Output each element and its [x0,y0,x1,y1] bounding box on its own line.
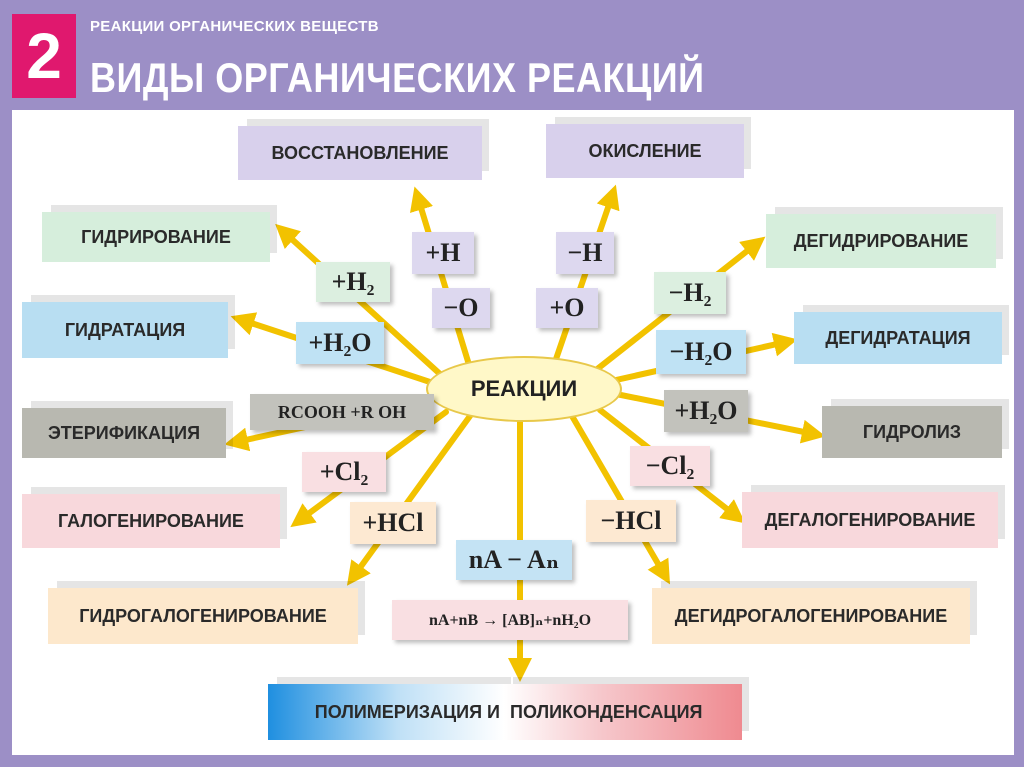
box-polymerization: ПОЛИМЕРИЗАЦИЯ И [268,684,504,740]
center-reactions-ellipse: РЕАКЦИИ [426,356,622,422]
formula-minus-hcl: −HCl [586,500,676,542]
formula-polycondensation: nA+nB → [AB]ₙ+nH₂O [392,600,628,640]
box-reduction: ВОССТАНОВЛЕНИЕ [238,126,482,180]
formula-minus-h2o: −H₂O [656,330,746,374]
formula-plus-h: +H [412,232,474,274]
box-halogenation: ГАЛОГЕНИРОВАНИЕ [22,494,280,548]
formula-plus-h2: +H₂ [316,262,390,302]
box-dehydrohalogenation: ДЕГИДРОГАЛОГЕНИРОВАНИЕ [652,588,970,644]
arrow-reduction [410,186,473,371]
box-dehydrogenation: ДЕГИДРИРОВАНИЕ [766,214,996,268]
box-hydrogenation: ГИДРИРОВАНИЕ [42,212,270,262]
formula-polymerization: nA − Aₙ [456,540,572,580]
page-title: ВИДЫ ОРГАНИЧЕСКИХ РЕАКЦИЙ [90,54,705,102]
box-oxidation: ОКИСЛЕНИЕ [546,124,744,178]
arrow-dehydrohalogenation [569,413,671,585]
formula-plus-o: +O [536,288,598,328]
formula-plus-h2o-right: +H₂O [664,390,748,432]
formula-minus-cl2: −Cl₂ [630,446,710,486]
formula-rcooh: RCOOH +R OH [250,394,434,430]
box-hydrohalogenation: ГИДРОГАЛОГЕНИРОВАНИЕ [48,588,358,644]
section-number-badge: 2 [12,14,76,98]
box-hydrolysis: ГИДРОЛИЗ [822,406,1002,458]
box-dehydration: ДЕГИДРАТАЦИЯ [794,312,1002,364]
box-dehalogenation: ДЕГАЛОГЕНИРОВАНИЕ [742,492,998,548]
formula-minus-h2: −H₂ [654,272,726,314]
header-bar: 2 РЕАКЦИИ ОРГАНИЧЕСКИХ ВЕЩЕСТВ ВИДЫ ОРГА… [0,0,1024,108]
box-esterification: ЭТЕРИФИКАЦИЯ [22,408,226,458]
arrow-hydrohalogenation [346,413,473,586]
formula-plus-cl2: +Cl₂ [302,452,386,492]
subtitle: РЕАКЦИИ ОРГАНИЧЕСКИХ ВЕЩЕСТВ [90,18,379,35]
formula-minus-h: −H [556,232,614,274]
box-hydration: ГИДРАТАЦИЯ [22,302,228,358]
arrow-oxidation [552,184,620,365]
box-polycondensation: ПОЛИКОНДЕНСАЦИЯ [504,684,742,740]
arrow-hydrogenation [275,223,443,377]
formula-plus-h2o-left: +H₂O [296,322,384,364]
formula-minus-o: −O [432,288,490,328]
formula-plus-hcl: +HCl [350,502,436,544]
